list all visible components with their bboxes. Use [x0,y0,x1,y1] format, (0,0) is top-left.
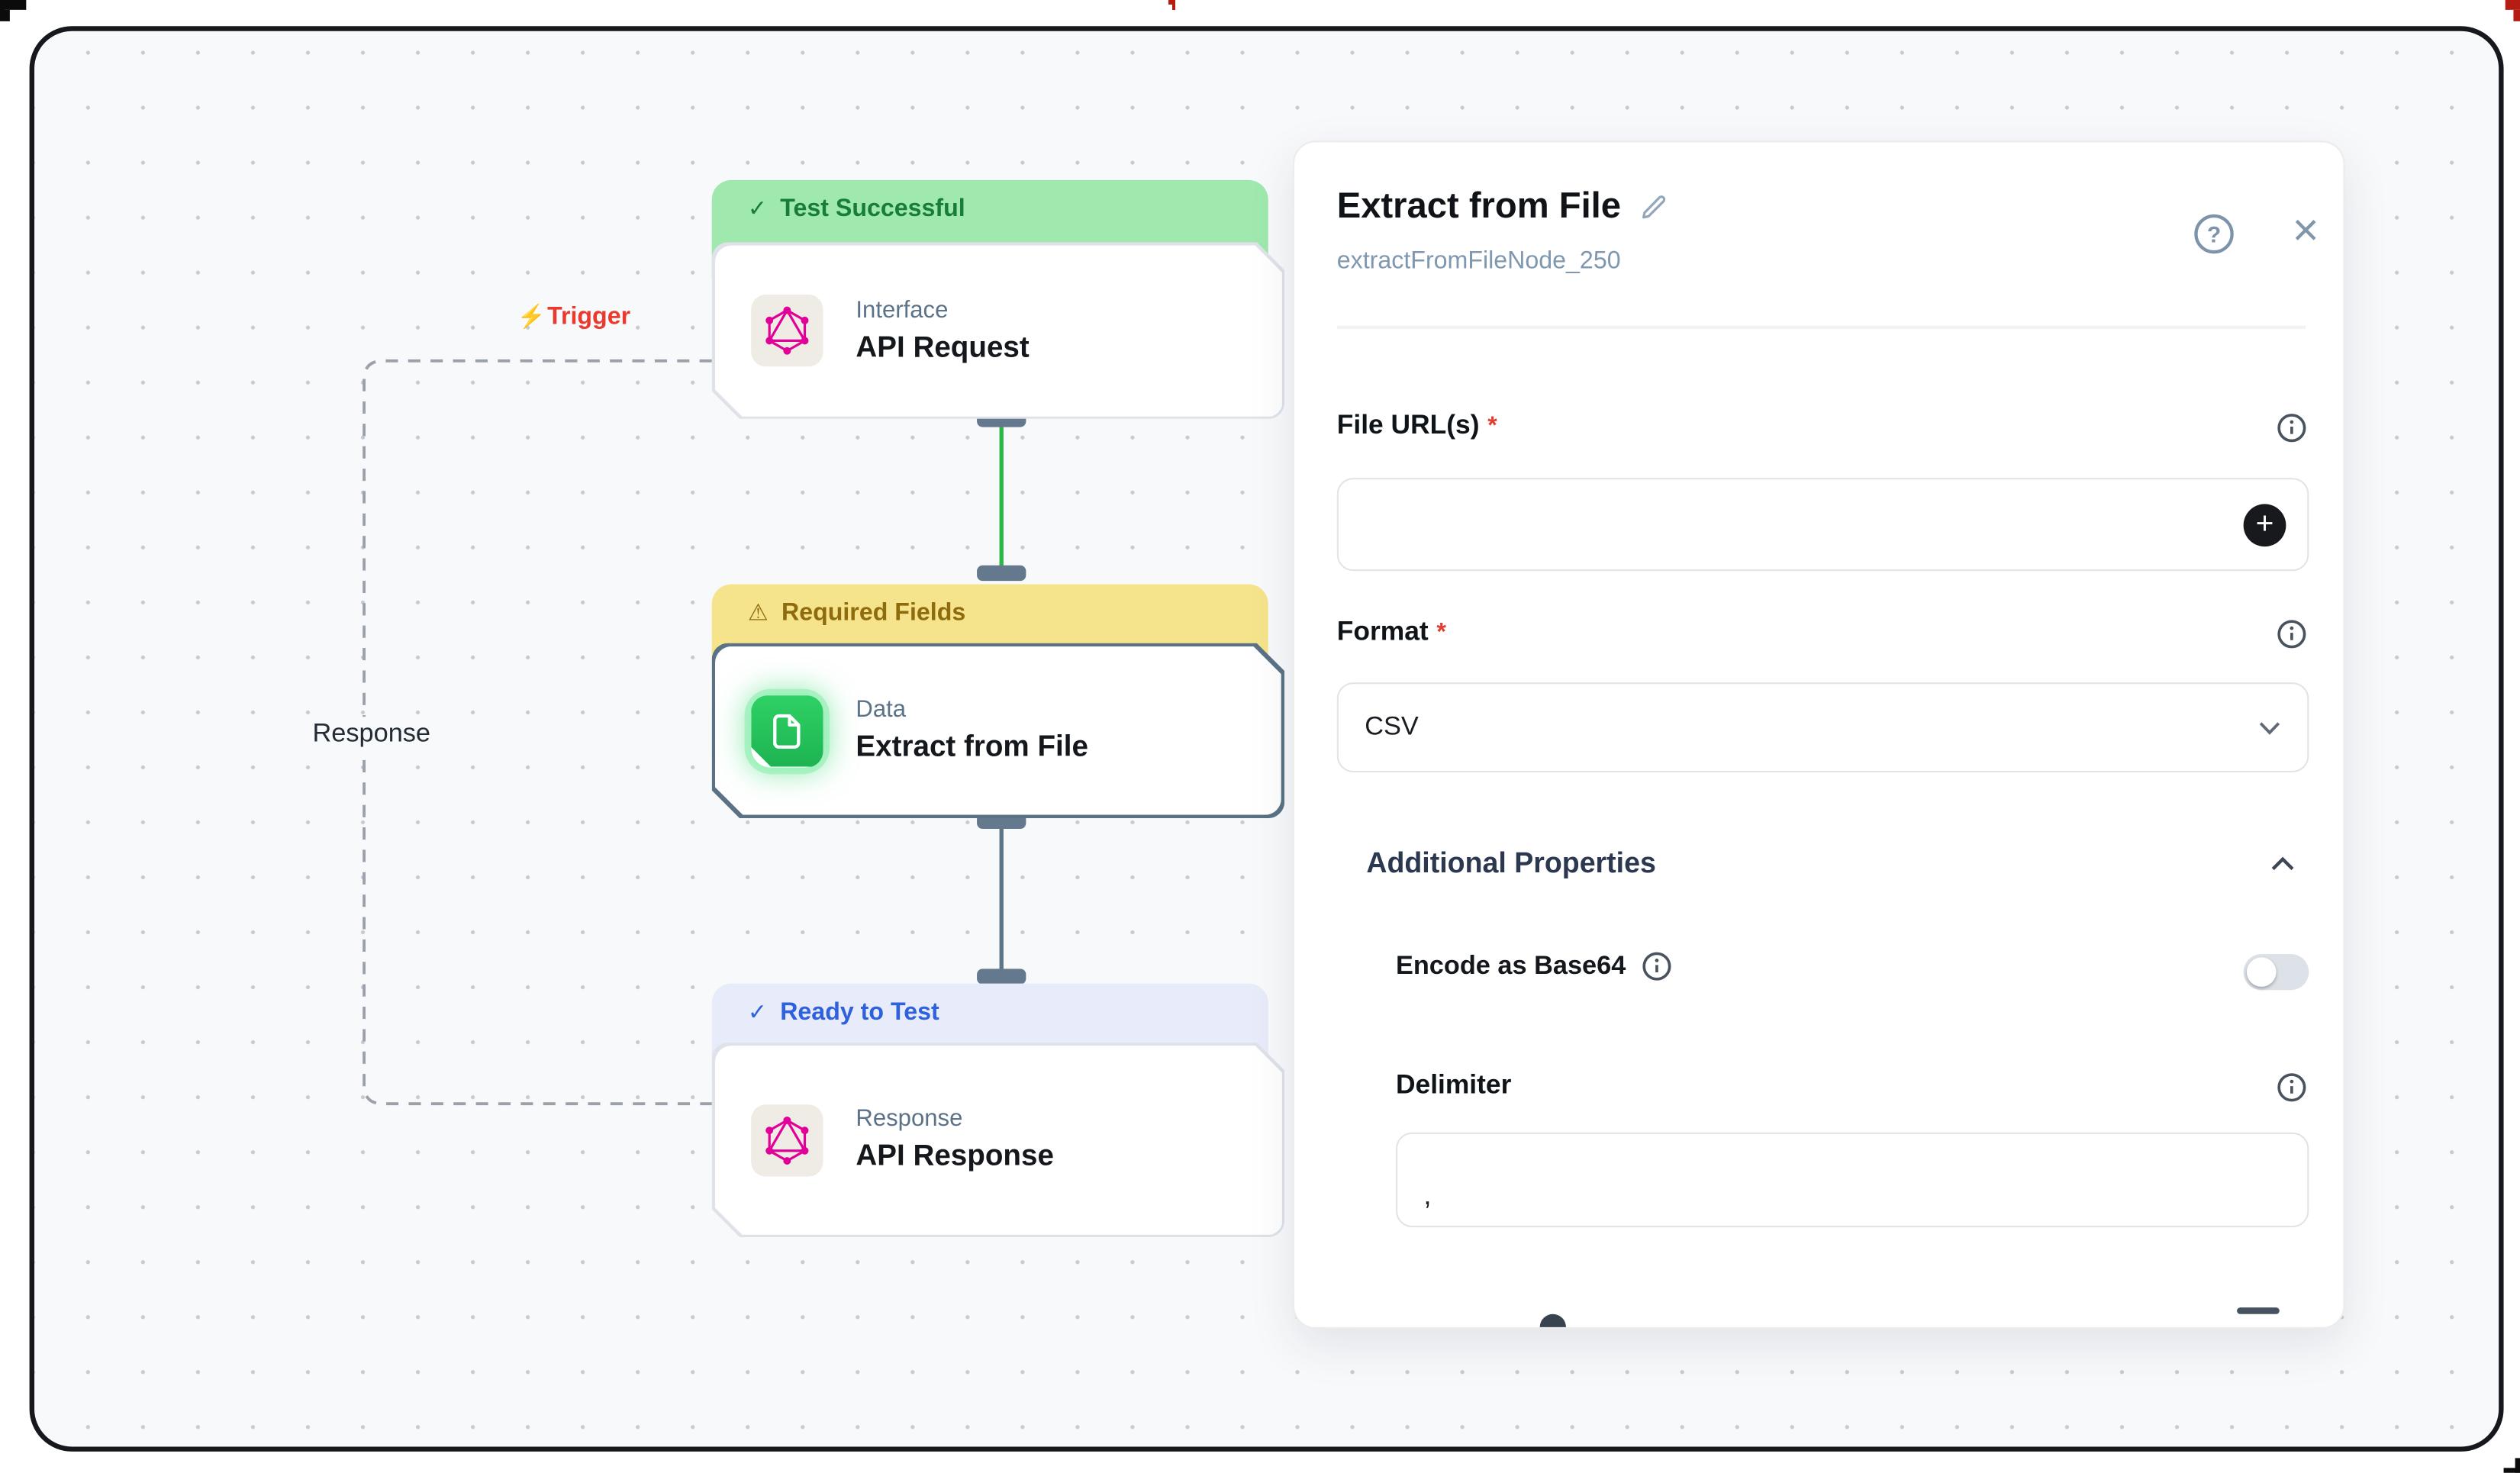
file-urls-input[interactable]: + [1336,478,2309,572]
additional-properties-header[interactable]: Additional Properties [1366,846,1656,879]
status-text: Required Fields [781,598,966,627]
info-icon[interactable] [2277,412,2308,443]
info-icon[interactable] [2277,618,2308,649]
workflow-node-api-request[interactable]: ✓ Test Successful [711,179,1275,419]
required-asterisk: * [1436,618,1446,646]
node-title: API Request [856,330,1030,363]
info-icon[interactable] [1641,951,1672,982]
delimiter-input[interactable]: , [1395,1132,2309,1228]
node-category: Response [856,1106,963,1133]
node-category: Interface [856,297,949,324]
status-text: Ready to Test [780,998,939,1027]
edge-label-response: Response [302,717,440,753]
graphql-icon [751,1104,823,1176]
divider [1336,325,2306,329]
format-label: Format* [1336,617,1446,646]
file-icon [751,695,823,766]
trigger-text: Trigger [547,302,631,331]
status-text: Test Successful [780,195,965,223]
node-title: API Response [856,1139,1054,1172]
node-title: Extract from File [856,730,1088,763]
corner-mark-top-right [2505,0,2520,10]
lightning-bolt-icon: ⚡ [517,302,546,329]
check-icon: ✓ [747,998,768,1025]
check-icon: ✓ [747,195,768,221]
delimiter-value: , [1423,1179,1432,1211]
graphql-icon [751,294,823,367]
corner-mark-bottom-right-2 [2503,1468,2520,1473]
node-id: extractFromFileNode_250 [1336,247,1621,276]
toggle-knob [2246,957,2277,987]
format-selected-value: CSV [1365,712,1419,741]
panel-title: Extract from File [1336,185,1622,226]
node-category: Data [856,697,907,724]
clipped-control [2237,1307,2280,1314]
chevron-down-icon [2259,721,2280,734]
corner-mark-top-left [0,0,27,10]
encode-base64-toggle[interactable] [2243,954,2309,991]
workflow-node-api-response[interactable]: ✓ Ready to Test [711,983,1275,1241]
corner-mark-top-right-2 [1172,5,1175,10]
add-url-button[interactable]: + [2243,504,2286,547]
plus-icon: + [2255,507,2274,542]
info-icon[interactable] [2277,1072,2308,1103]
format-select[interactable]: CSV [1336,682,2309,773]
help-button[interactable]: ? [2194,214,2234,254]
corner-mark-top-right [1168,0,1175,5]
question-mark-icon: ? [2206,221,2222,247]
file-urls-label: File URL(s)* [1336,411,1497,440]
corner-mark-top-right-2 [2513,9,2520,21]
close-button[interactable]: × [2292,205,2319,256]
corner-mark-top-left-2 [0,9,10,21]
clipped-control [1539,1313,1566,1327]
node-config-panel: Extract from File extractFromFileNode_25… [1292,140,2345,1330]
required-asterisk: * [1487,412,1497,440]
edge-label-trigger: ⚡ Trigger [517,303,631,330]
chevron-up-icon[interactable] [2270,856,2296,872]
warning-icon: ⚠ [747,598,769,626]
corner-mark-bottom-right [2515,1458,2520,1473]
workflow-node-extract-from-file[interactable]: ⚠ Required Fields [711,584,1275,818]
edit-pencil-icon[interactable] [1637,191,1668,222]
encode-base64-label: Encode as Base64 [1395,951,1626,980]
delimiter-label: Delimiter [1395,1070,1512,1100]
